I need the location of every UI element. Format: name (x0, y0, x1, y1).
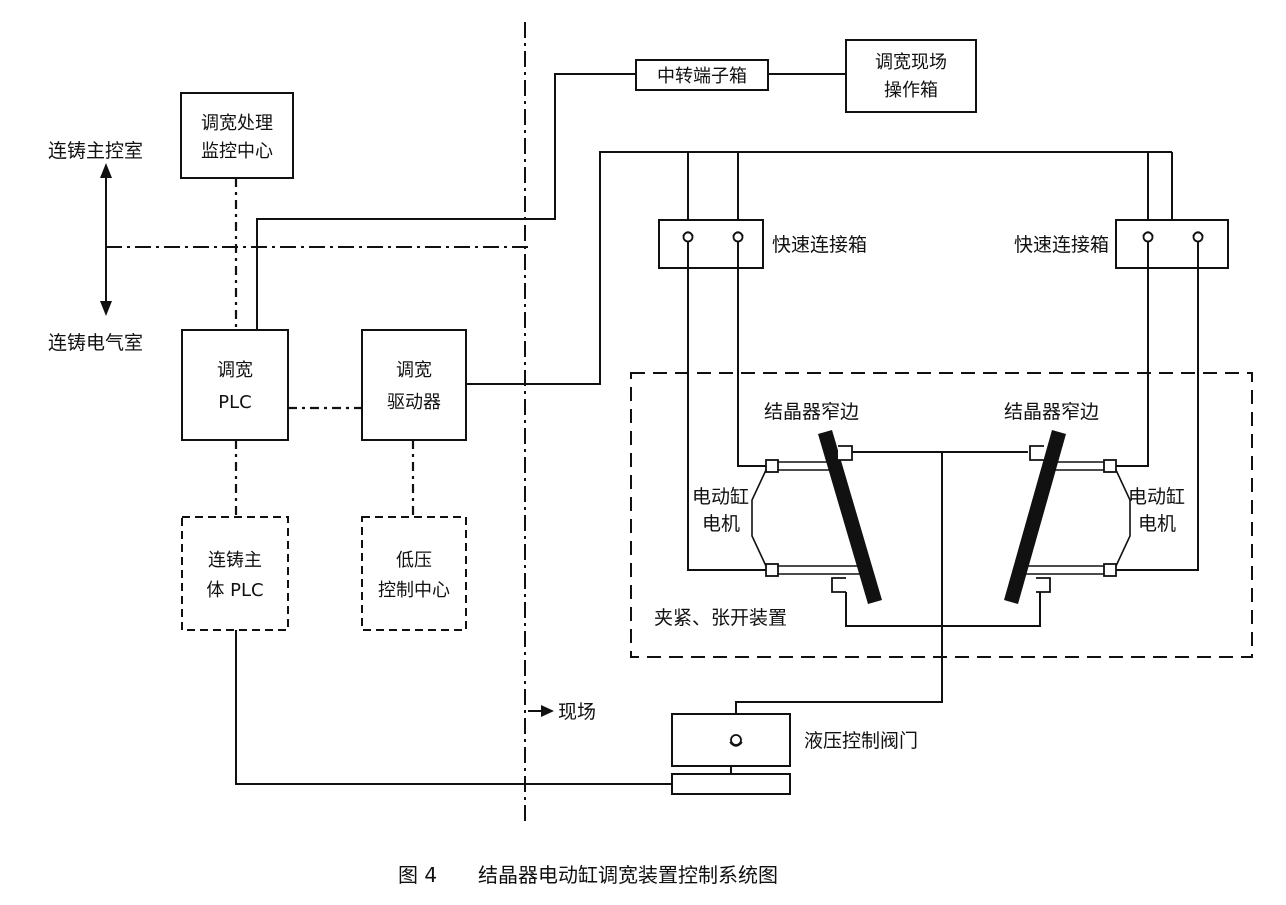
right-motor-line-b (1116, 246, 1199, 571)
right-motor-line-a (1116, 246, 1149, 467)
site-arrow-head (541, 705, 554, 717)
mold-narrow-right-label: 结晶器窄边 (1004, 401, 1099, 423)
site-label: 现场 (558, 701, 596, 723)
low-voltage-line2: 控制中心 (378, 580, 450, 601)
field-operation-line2: 操作箱 (884, 80, 938, 101)
connector-icon-right-2 (1192, 231, 1204, 268)
driver-bus-line (466, 151, 1172, 385)
width-driver-box (361, 329, 467, 441)
cylinder-motor-left-line2: 电机 (702, 513, 740, 535)
low-voltage-line1: 低压 (396, 550, 432, 571)
low-voltage-center-box (361, 516, 467, 631)
quick-connect-box-left (658, 219, 764, 269)
connector-icon-left-1 (682, 231, 694, 268)
cylinder-motor-right-line1: 电动缸 (1128, 486, 1185, 508)
arrow-up-head (100, 163, 112, 178)
width-driver-line1: 调宽 (396, 360, 432, 381)
width-plc-box (181, 329, 289, 441)
figure-number: 图 4 (398, 863, 437, 887)
monitor-center-box (180, 92, 294, 179)
mold-area-enclosure (630, 372, 1253, 658)
clamp-line (845, 592, 1041, 627)
main-plc-box (181, 516, 289, 631)
plc-relay-line (256, 73, 636, 330)
left-motor-line-b (737, 246, 766, 467)
connector-icon-left-2 (732, 231, 744, 268)
field-operation-box (845, 39, 977, 113)
cylinder-motor-left-line1: 电动缸 (692, 486, 749, 508)
main-control-room-label: 连铸主控室 (48, 140, 143, 162)
mold-plate-right (1004, 430, 1066, 604)
hydraulic-valve-base (671, 773, 791, 795)
valve-port-icon (729, 734, 743, 747)
cylinder-motor-right-line2: 电机 (1138, 513, 1176, 535)
arrow-down-head (100, 301, 112, 316)
monitor-center-line1: 调宽处理 (201, 113, 273, 134)
width-plc-line2: PLC (218, 392, 251, 413)
figure-title: 结晶器电动缸调宽装置控制系统图 (478, 863, 778, 887)
relay-terminal-box (635, 59, 769, 91)
right-cylinder-assembly (1022, 445, 1131, 577)
electrical-room-label: 连铸电气室 (48, 332, 143, 354)
clamp-bracket-right (1036, 577, 1051, 593)
mainplc-valve-line (235, 630, 672, 785)
connector-icon-right-1 (1142, 231, 1154, 268)
mold-plate-left (818, 430, 882, 604)
monitor-center-line2: 监控中心 (201, 141, 273, 162)
clamp-device-label: 夹紧、张开装置 (654, 607, 787, 629)
main-plc-line1: 连铸主 (208, 550, 262, 571)
main-plc-line2: 体 PLC (206, 580, 263, 601)
field-operation-line1: 调宽现场 (875, 52, 947, 73)
clamp-bracket-left (831, 577, 846, 593)
mold-narrow-left-label: 结晶器窄边 (764, 401, 859, 423)
width-plc-line1: 调宽 (217, 360, 253, 381)
quick-connect-left-label: 快速连接箱 (772, 234, 867, 256)
left-motor-line-a (687, 246, 766, 571)
relay-terminal-label: 中转端子箱 (657, 66, 747, 87)
width-driver-line2: 驱动器 (387, 392, 441, 413)
quick-connect-box-right (1115, 219, 1229, 269)
left-cylinder-assembly (751, 445, 860, 577)
quick-connect-right-label: 快速连接箱 (1014, 234, 1109, 256)
hydraulic-valve-label: 液压控制阀门 (804, 730, 918, 752)
